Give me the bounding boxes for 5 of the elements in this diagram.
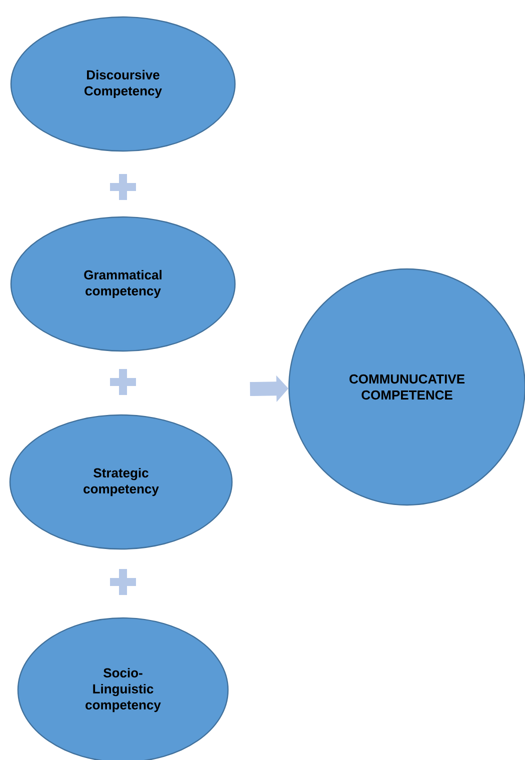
ellipse-node: Discoursive Competency xyxy=(10,16,236,152)
ellipse-node: Grammatical competency xyxy=(10,216,236,352)
ellipse-node: Strategic competency xyxy=(9,414,233,550)
ellipse-node: Socio- Linguistic competency xyxy=(17,617,229,760)
circle-node: COMMUNUCATIVE COMPETENCE xyxy=(288,268,525,506)
